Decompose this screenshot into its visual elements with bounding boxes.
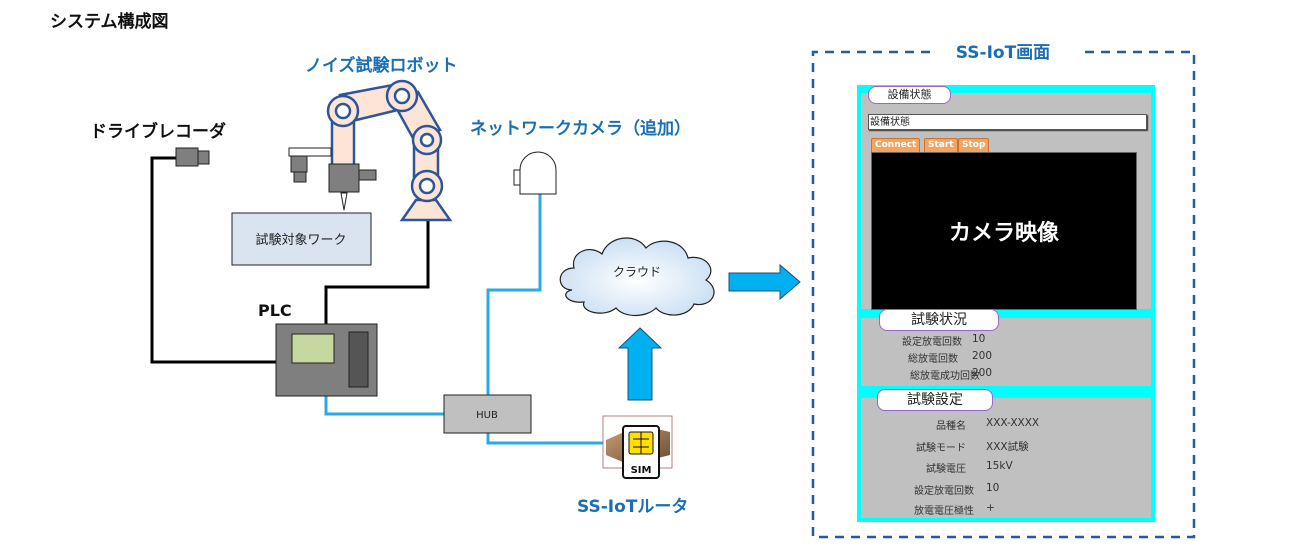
cable-robot-plc — [324, 220, 430, 325]
drive-recorder-icon — [175, 147, 210, 167]
network-camera-label: ネットワークカメラ（追加） — [470, 118, 691, 139]
stop-button[interactable]: Stop — [958, 138, 990, 153]
status-value: 200 — [972, 367, 993, 379]
test-work-box — [231, 212, 372, 266]
router-icon — [602, 415, 673, 479]
plc-icon — [275, 323, 378, 397]
cloud-label: クラウド — [613, 265, 661, 279]
settings-label: 放電電圧極性 — [914, 506, 974, 517]
test-settings-section: 試験設定 品種名 XXX-XXXX 試験モード XXX試験 試験電圧 15kV … — [861, 389, 1151, 518]
robot-tool-icon — [288, 147, 377, 211]
up-arrow-icon — [617, 327, 663, 401]
settings-value: + — [986, 502, 995, 514]
camera-view-label: カメラ映像 — [948, 221, 1059, 246]
page-title: システム構成図 — [50, 11, 169, 32]
network-camera-icon — [513, 151, 557, 195]
cable-hub-router — [486, 433, 606, 445]
cloud-icon — [559, 237, 715, 317]
blue-cables — [324, 192, 606, 445]
tab-test-status[interactable]: 試験状況 — [879, 309, 999, 331]
robot-label: ノイズ試験ロボット — [305, 55, 458, 76]
drive-recorder-label: ドライブレコーダ — [90, 121, 226, 142]
tab-equipment-status[interactable]: 設備状態 — [868, 86, 951, 104]
plc-label: PLC — [258, 301, 292, 320]
cable-camera-hub — [486, 192, 542, 396]
test-status-section: 試験状況 設定放電回数 10 総放電回数 200 総放電成功回数 200 — [861, 309, 1151, 386]
hub-label: HUB — [476, 410, 498, 421]
connect-button[interactable]: Connect — [871, 138, 921, 153]
settings-label: 試験モード — [916, 443, 966, 454]
settings-value: 15kV — [986, 460, 1013, 472]
sim-label: SIM — [631, 465, 652, 476]
test-work-label: 試験対象ワーク — [255, 232, 346, 248]
right-arrow-icon — [728, 263, 801, 301]
settings-label: 設定放電回数 — [914, 486, 974, 497]
screen-frame — [811, 50, 1196, 539]
tab-test-settings[interactable]: 試験設定 — [877, 389, 993, 411]
start-button[interactable]: Start — [924, 138, 958, 153]
status-label: 総放電成功回数 — [910, 371, 980, 382]
robot-arm-icon — [326, 79, 453, 222]
equipment-status-field[interactable]: 設備状態 — [868, 114, 1147, 130]
status-value: 200 — [972, 350, 993, 362]
cable-recorder-plc — [150, 156, 278, 364]
status-label: 総放電回数 — [908, 354, 958, 365]
screen-title: SS-IoT画面 — [956, 43, 1050, 63]
settings-value: 10 — [986, 482, 1000, 494]
status-value: 10 — [972, 333, 986, 345]
settings-label: 試験電圧 — [926, 464, 966, 475]
hub-box — [443, 394, 532, 434]
camera-view: カメラ映像 — [871, 152, 1137, 310]
black-cables — [150, 156, 430, 364]
cable-plc-hub — [324, 395, 444, 416]
settings-label: 品種名 — [936, 421, 966, 432]
equipment-section: 設備状態 設備状態 Connect Start Stop カメラ映像 — [861, 86, 1151, 310]
status-label: 設定放電回数 — [902, 337, 962, 348]
ss-iot-screen: 設備状態 設備状態 Connect Start Stop カメラ映像 試験状況 … — [857, 85, 1155, 522]
settings-value: XXX試験 — [986, 441, 1029, 453]
settings-value: XXX-XXXX — [986, 417, 1040, 429]
router-label: SS-IoTルータ — [577, 497, 688, 517]
